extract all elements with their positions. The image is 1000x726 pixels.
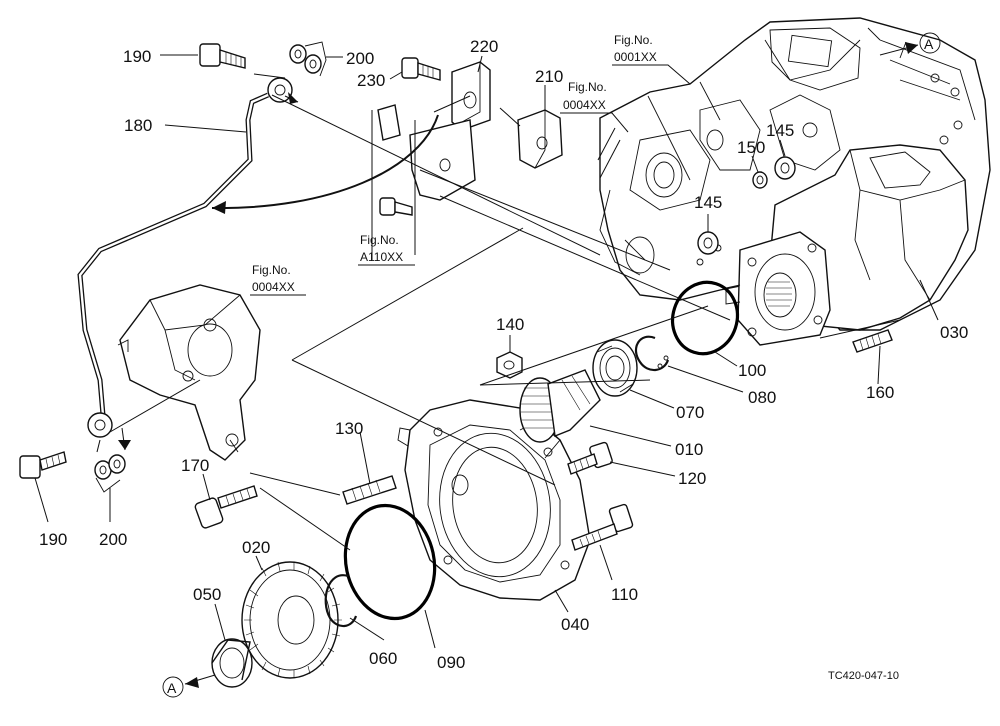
stud-160 [852,329,893,353]
callout-100: 100 [738,361,766,380]
fig-ref-0004xx-left: Fig.No. 0004XX [250,263,306,296]
clamp-220 [451,61,491,131]
callout-150: 150 [737,138,765,157]
marker-a-top: A [879,32,941,56]
drive-gear-010 [519,369,601,443]
gear-case-040 [397,399,591,601]
callout-030: 030 [940,323,968,342]
svg-text:Fig.No.: Fig.No. [568,80,607,94]
callout-170: 170 [181,456,209,475]
fig-ref-a110xx: Fig.No. A110XX [358,233,415,266]
callout-180: 180 [124,116,152,135]
fig-ref-0004xx-top: Fig.No. 0004XX [560,80,629,133]
oil-pipe-180 [77,77,293,438]
callout-070: 070 [676,403,704,422]
callout-190-top: 190 [123,47,151,66]
callout-090: 090 [437,653,465,672]
flow-arrows [96,92,439,453]
snap-ring-060 [324,574,358,628]
svg-text:Fig.No.: Fig.No. [614,33,653,47]
fig-ref-0001xx: Fig.No. 0001XX [612,33,691,85]
svg-text:0004XX: 0004XX [563,98,606,112]
callout-120: 120 [678,469,706,488]
banjo-bolt-190-top [199,43,246,69]
callout-220: 220 [470,37,498,56]
assembly-lines [109,73,901,551]
callout-080: 080 [748,388,776,407]
svg-text:Fig.No.: Fig.No. [360,233,399,247]
bolt-120 [567,441,613,475]
callout-leaders [34,54,939,649]
figure-references: Fig.No. 0001XX Fig.No. 0004XX Fig.No. A1… [250,33,691,296]
bushing-050 [211,638,253,688]
ring-150 [752,171,768,189]
hydraulic-pump-030 [725,144,969,346]
svg-text:A110XX: A110XX [360,250,403,264]
callout-200-top: 200 [346,49,374,68]
callout-060: 060 [369,649,397,668]
marker-a-bottom: A [162,674,216,698]
callout-145-lower: 145 [694,193,722,212]
svg-text:0001XX: 0001XX [614,50,657,64]
o-ring-090 [343,503,437,621]
bolt-170 [194,485,258,529]
callout-230: 230 [357,71,385,90]
callout-145-upper: 145 [766,121,794,140]
callout-160: 160 [866,383,894,402]
snap-ring-080 [634,335,670,372]
bearing-070 [592,339,638,397]
pump-adaptor-flange [117,284,261,461]
drawing-code: TC420-047-10 [828,670,899,682]
callout-050: 050 [193,585,221,604]
callout-labels: 190 200 230 220 210 180 145 150 145 140 … [39,37,968,672]
bracket [377,104,476,216]
svg-text:A: A [924,36,934,52]
callout-140: 140 [496,315,524,334]
callout-010: 010 [675,440,703,459]
banjo-bolt-190-bottom [19,451,67,479]
callout-020: 020 [242,538,270,557]
idle-gear-020 [241,561,342,679]
svg-text:A: A [167,680,177,696]
gasket-washers-200-top [289,41,327,77]
callout-190-bottom: 190 [39,530,67,549]
svg-text:0004XX: 0004XX [252,280,295,294]
callout-040: 040 [561,615,589,634]
callout-200-bottom: 200 [99,530,127,549]
bushing-145-lower [697,231,719,255]
nut-140 [496,351,523,379]
callout-110: 110 [611,585,638,604]
bolt-230 [401,57,441,81]
callout-130: 130 [335,419,363,438]
callout-210: 210 [535,67,563,86]
bushing-145-upper [774,156,796,180]
gasket-washers-200-bottom [94,454,126,493]
stud-130 [342,475,397,505]
o-ring-100 [670,280,740,356]
bolt-110 [571,503,634,551]
svg-text:Fig.No.: Fig.No. [252,263,291,277]
clamp-210 [517,109,563,169]
